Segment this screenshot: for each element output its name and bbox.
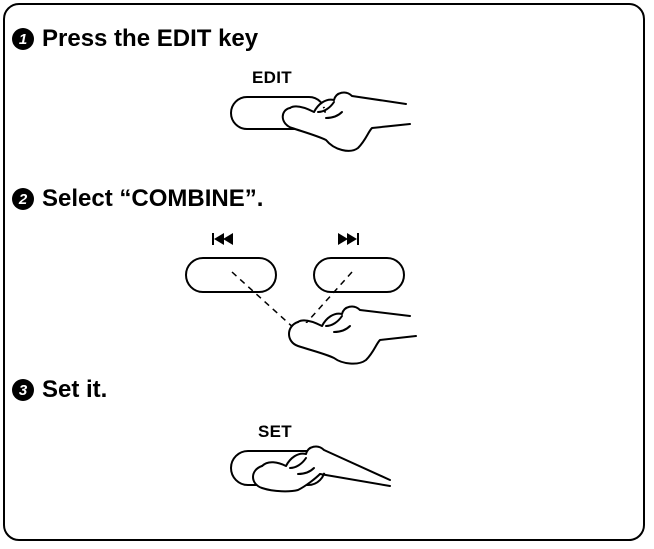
skip-back-icon xyxy=(212,233,233,245)
step-1-text: Press the EDIT key xyxy=(42,25,259,52)
edit-key-label: EDIT xyxy=(252,68,292,87)
prev-key[interactable] xyxy=(185,257,277,293)
step-2-text: Select “COMBINE”. xyxy=(42,185,264,212)
step-3-text: Set it. xyxy=(42,376,108,403)
pointing-hand-icon xyxy=(281,91,411,152)
step-1: 1 Press the EDIT key xyxy=(12,27,258,51)
step-3: 3 Set it. xyxy=(12,378,107,402)
next-key[interactable] xyxy=(313,257,405,293)
pointing-hand-icon xyxy=(288,305,417,365)
step-2: 2 Select “COMBINE”. xyxy=(12,187,263,211)
step-2-number: 2 xyxy=(12,188,34,210)
skip-forward-icon xyxy=(338,233,359,245)
step-1-number: 1 xyxy=(12,28,34,50)
pointing-hand-icon xyxy=(252,445,391,493)
dashed-guide-lines xyxy=(231,271,353,331)
step-3-number: 3 xyxy=(12,379,34,401)
set-key-label: SET xyxy=(258,422,292,441)
